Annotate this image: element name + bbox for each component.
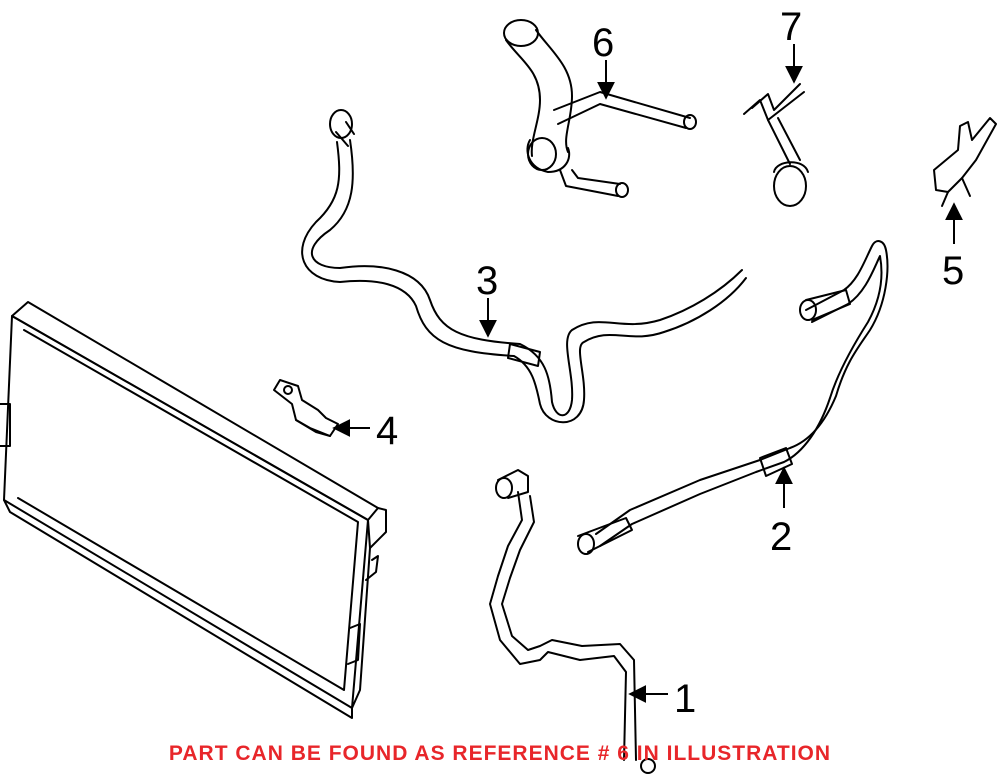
- hose-part-3: [301, 109, 747, 424]
- bracket-part-4: [273, 379, 339, 437]
- callout-5: 5: [942, 249, 964, 293]
- callout-1: 1: [674, 677, 696, 721]
- leader-lines: [332, 44, 963, 703]
- callout-6: 6: [592, 21, 614, 65]
- hose-part-1: [489, 469, 656, 774]
- callout-4: 4: [376, 409, 398, 453]
- clip-part-5: [933, 117, 997, 207]
- callout-2: 2: [770, 515, 792, 559]
- callout-7: 7: [780, 5, 802, 49]
- callout-3: 3: [476, 259, 498, 303]
- hose-part-7: [743, 83, 809, 207]
- hose-part-2: [577, 240, 889, 555]
- radiator: [0, 301, 387, 719]
